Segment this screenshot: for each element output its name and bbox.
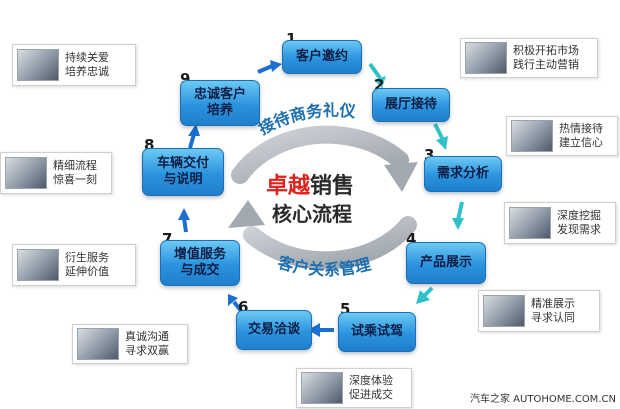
photo-thumbnail: [77, 328, 119, 360]
step-9-box: 忠诚客户 培养: [180, 80, 260, 126]
center-title-rest: 销售: [310, 174, 355, 199]
source-watermark: 汽车之家 AUTOHOME.COM.CN: [470, 394, 616, 405]
step-2-box: 展厅接待: [372, 88, 450, 122]
callout-text: 热情接待 建立信心: [559, 122, 603, 149]
callout-text: 衍生服务 延伸价值: [65, 251, 109, 278]
photo-thumbnail: [509, 207, 551, 239]
photo-thumbnail: [17, 49, 59, 81]
step-number-1: 1: [286, 30, 297, 48]
photo-thumbnail: [17, 249, 59, 281]
center-title: 卓越销售: [266, 168, 354, 200]
callout-text: 精细流程 惊喜一刻: [53, 159, 97, 186]
callout-text: 积极开拓市场 践行主动营销: [513, 44, 579, 71]
step-number-5: 5: [340, 300, 351, 318]
callout-step-8: 精细流程 惊喜一刻: [0, 152, 112, 194]
step-number-8: 8: [144, 136, 155, 154]
step-3-box: 需求分析: [424, 156, 502, 192]
center-subtitle: 核心流程: [272, 202, 352, 226]
step-8-box: 车辆交付 与说明: [142, 148, 224, 196]
photo-thumbnail: [301, 372, 343, 404]
step-7-box: 增值服务 与成交: [160, 240, 240, 286]
cycle-arc-top: [231, 125, 409, 184]
callout-step-1: 积极开拓市场 践行主动营销: [460, 38, 598, 78]
cycle-arc-bottom: [243, 216, 417, 270]
callout-text: 持续关爱 培养忠诚: [65, 51, 109, 78]
callout-step-7: 衍生服务 延伸价值: [12, 244, 136, 286]
callout-step-3: 深度挖掘 发现需求: [504, 202, 616, 244]
step-4-box: 产品展示: [406, 242, 486, 284]
callout-text: 精准展示 寻求认同: [531, 297, 575, 324]
callout-step-5: 深度体验 促进成交: [296, 368, 412, 408]
photo-thumbnail: [483, 295, 525, 327]
cycle-arrowhead-right: [384, 162, 418, 192]
step-number-6: 6: [238, 298, 249, 316]
step-number-4: 4: [406, 230, 417, 248]
flow-arrows: [178, 60, 464, 337]
step-6-box: 交易洽谈: [236, 310, 312, 350]
step-number-2: 2: [374, 76, 385, 94]
callout-step-2: 热情接待 建立信心: [506, 116, 618, 156]
cycle-arrowhead-left: [228, 200, 265, 228]
callout-step-4: 精准展示 寻求认同: [478, 290, 600, 332]
callout-step-9: 持续关爱 培养忠诚: [12, 44, 136, 86]
step-5-box: 试乘试驾: [338, 312, 416, 352]
step-number-7: 7: [162, 230, 173, 248]
callout-step-6: 真诚沟通 寻求双赢: [72, 324, 188, 364]
photo-thumbnail: [465, 42, 507, 74]
step-number-3: 3: [424, 146, 435, 164]
callout-text: 真诚沟通 寻求双赢: [125, 330, 169, 357]
photo-thumbnail: [5, 157, 47, 189]
callout-text: 深度挖掘 发现需求: [557, 209, 601, 236]
photo-thumbnail: [511, 120, 553, 152]
center-title-highlight: 卓越: [266, 174, 311, 199]
step-number-9: 9: [180, 70, 191, 88]
callout-text: 深度体验 促进成交: [349, 374, 393, 401]
step-1-box: 客户邀约: [282, 40, 362, 74]
